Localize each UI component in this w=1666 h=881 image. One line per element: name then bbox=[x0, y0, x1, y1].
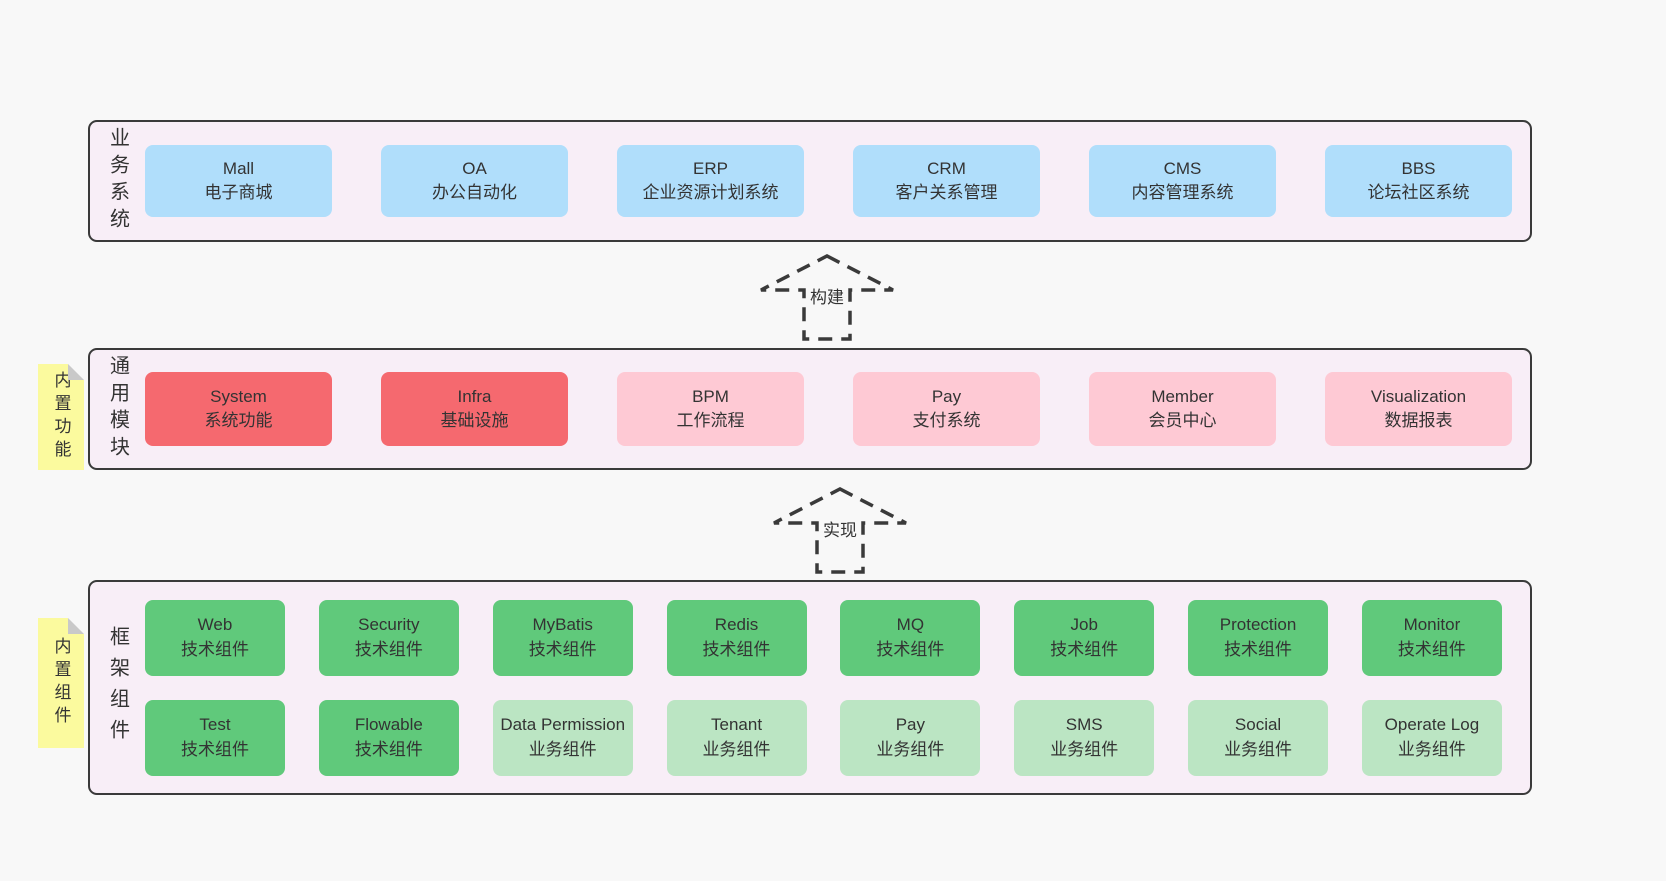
box-cms: CMS 内容管理系统 bbox=[1089, 145, 1276, 217]
arrow-build-label: 构建 bbox=[807, 283, 847, 308]
band-business-systems: 业务系统 Mall 电子商城 OA 办公自动化 ERP 企业资源计划系统 CRM… bbox=[88, 120, 1532, 242]
box-mybatis: MyBatis 技术组件 bbox=[492, 599, 633, 676]
box-security: Security 技术组件 bbox=[318, 599, 459, 676]
box-system: System 系统功能 bbox=[145, 372, 332, 446]
arrow-implement-label: 实现 bbox=[820, 516, 860, 541]
box-protection: Protection 技术组件 bbox=[1188, 599, 1329, 676]
up-arrow-icon bbox=[760, 254, 894, 341]
box-mq: MQ 技术组件 bbox=[840, 599, 981, 676]
framework-row-2: Test 技术组件 Flowable 技术组件 Data Permission … bbox=[145, 699, 1502, 776]
box-mall: Mall 电子商城 bbox=[145, 145, 332, 217]
box-infra: Infra 基础设施 bbox=[381, 372, 568, 446]
box-flowable: Flowable 技术组件 bbox=[318, 699, 459, 776]
box-bpm: BPM 工作流程 bbox=[617, 372, 804, 446]
box-erp: ERP 企业资源计划系统 bbox=[617, 145, 804, 217]
sticky-note-built-in-features: 内置功能 bbox=[38, 364, 84, 470]
box-social: Social 业务组件 bbox=[1188, 699, 1329, 776]
arrow-implement: 实现 bbox=[770, 486, 910, 576]
business-box-row: Mall 电子商城 OA 办公自动化 ERP 企业资源计划系统 CRM 客户关系… bbox=[145, 145, 1530, 217]
framework-rows: Web 技术组件 Security 技术组件 MyBatis 技术组件 Redi… bbox=[145, 599, 1530, 776]
box-crm: CRM 客户关系管理 bbox=[853, 145, 1040, 217]
box-operate-log: Operate Log 业务组件 bbox=[1361, 699, 1502, 776]
arrow-build: 构建 bbox=[757, 253, 897, 343]
framework-row-1: Web 技术组件 Security 技术组件 MyBatis 技术组件 Redi… bbox=[145, 599, 1502, 676]
band-framework-components: 框架组件 Web 技术组件 Security 技术组件 MyBatis 技术组件… bbox=[88, 580, 1532, 795]
box-member: Member 会员中心 bbox=[1089, 372, 1276, 446]
up-arrow-icon bbox=[773, 487, 907, 574]
box-bbs: BBS 论坛社区系统 bbox=[1325, 145, 1512, 217]
box-pay: Pay 支付系统 bbox=[853, 372, 1040, 446]
box-job: Job 技术组件 bbox=[1014, 599, 1155, 676]
box-tenant: Tenant 业务组件 bbox=[666, 699, 807, 776]
band-common-modules: 通用模块 System 系统功能 Infra 基础设施 BPM 工作流程 Pay… bbox=[88, 348, 1532, 470]
band-business-label: 业务系统 bbox=[106, 127, 129, 235]
box-oa: OA 办公自动化 bbox=[381, 145, 568, 217]
box-test: Test 技术组件 bbox=[145, 699, 285, 776]
box-web: Web 技术组件 bbox=[145, 599, 285, 676]
box-redis: Redis 技术组件 bbox=[666, 599, 807, 676]
box-visualization: Visualization 数据报表 bbox=[1325, 372, 1512, 446]
band-framework-label: 框架组件 bbox=[106, 625, 129, 750]
modules-box-row: System 系统功能 Infra 基础设施 BPM 工作流程 Pay 支付系统… bbox=[145, 372, 1530, 446]
sticky-note-built-in-components: 内置组件 bbox=[38, 618, 84, 748]
band-modules-label: 通用模块 bbox=[106, 355, 129, 463]
box-pay-biz: Pay 业务组件 bbox=[840, 699, 981, 776]
box-data-permission: Data Permission 业务组件 bbox=[492, 699, 633, 776]
box-monitor: Monitor 技术组件 bbox=[1361, 599, 1502, 676]
box-sms: SMS 业务组件 bbox=[1014, 699, 1155, 776]
